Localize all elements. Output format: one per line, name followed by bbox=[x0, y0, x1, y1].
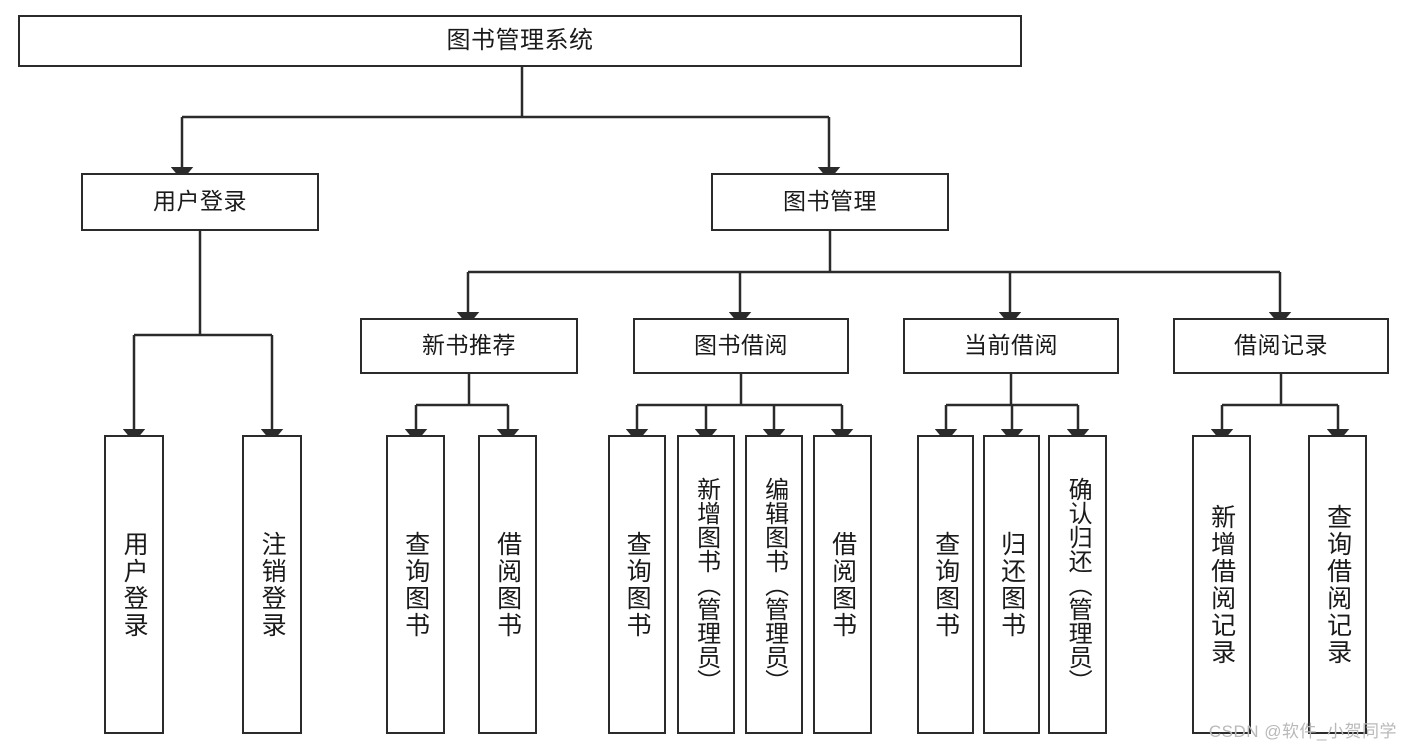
node-new-book-recommend[interactable]: 新书推荐 bbox=[360, 318, 578, 374]
node-label: 新增图书（管理员） bbox=[692, 476, 720, 693]
node-current-borrow[interactable]: 当前借阅 bbox=[903, 318, 1119, 374]
node-label: 查询图书 bbox=[931, 530, 960, 639]
node-label: 借阅记录 bbox=[1234, 332, 1328, 359]
node-label: 用户登录 bbox=[120, 530, 149, 639]
node-leaf-return-book[interactable]: 归还图书 bbox=[983, 435, 1040, 734]
node-label: 新书推荐 bbox=[422, 332, 516, 359]
node-label: 查询图书 bbox=[401, 530, 430, 639]
node-book-manage[interactable]: 图书管理 bbox=[711, 173, 949, 231]
node-label: 新增借阅记录 bbox=[1207, 503, 1236, 666]
watermark: CSDN @软件_小贺同学 bbox=[1208, 722, 1397, 741]
node-leaf-user-logout[interactable]: 注销登录 bbox=[242, 435, 302, 734]
node-label: 借阅图书 bbox=[828, 530, 857, 639]
node-leaf-edit-book[interactable]: 编辑图书（管理员） bbox=[745, 435, 803, 734]
node-label: 用户登录 bbox=[153, 188, 247, 215]
node-leaf-borrow-book-2[interactable]: 借阅图书 bbox=[813, 435, 872, 734]
node-label: 确认归还（管理员） bbox=[1064, 476, 1092, 693]
node-leaf-query-book-2[interactable]: 查询图书 bbox=[608, 435, 666, 734]
node-leaf-query-book-3[interactable]: 查询图书 bbox=[917, 435, 974, 734]
node-label: 当前借阅 bbox=[964, 332, 1058, 359]
node-leaf-add-record[interactable]: 新增借阅记录 bbox=[1192, 435, 1251, 734]
node-label: 查询借阅记录 bbox=[1323, 503, 1352, 666]
node-leaf-confirm-return[interactable]: 确认归还（管理员） bbox=[1048, 435, 1107, 734]
node-root[interactable]: 图书管理系统 bbox=[18, 15, 1022, 67]
node-leaf-add-book[interactable]: 新增图书（管理员） bbox=[677, 435, 735, 734]
node-label: 归还图书 bbox=[997, 530, 1026, 639]
node-label: 查询图书 bbox=[623, 530, 652, 639]
node-label: 图书管理 bbox=[783, 188, 877, 215]
node-leaf-query-book-1[interactable]: 查询图书 bbox=[386, 435, 445, 734]
node-label: 图书管理系统 bbox=[446, 26, 594, 54]
node-label: 注销登录 bbox=[258, 530, 287, 639]
node-user-login[interactable]: 用户登录 bbox=[81, 173, 319, 231]
node-leaf-borrow-book-1[interactable]: 借阅图书 bbox=[478, 435, 537, 734]
node-label: 图书借阅 bbox=[694, 332, 788, 359]
node-leaf-user-login[interactable]: 用户登录 bbox=[104, 435, 164, 734]
node-borrow-record[interactable]: 借阅记录 bbox=[1173, 318, 1389, 374]
node-leaf-query-record[interactable]: 查询借阅记录 bbox=[1308, 435, 1367, 734]
node-label: 借阅图书 bbox=[493, 530, 522, 639]
node-book-borrow[interactable]: 图书借阅 bbox=[633, 318, 849, 374]
node-label: 编辑图书（管理员） bbox=[760, 476, 788, 693]
